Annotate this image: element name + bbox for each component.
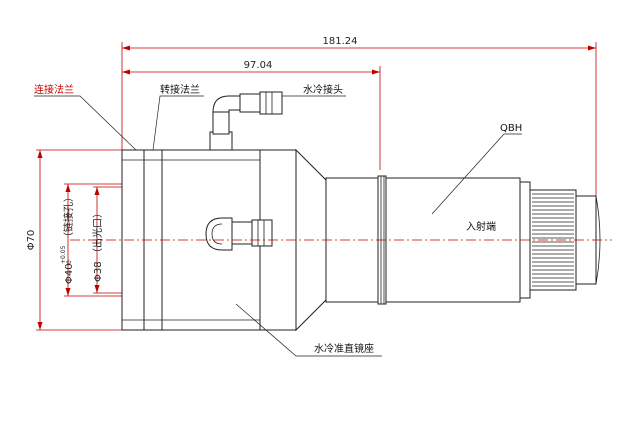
- bore-tolerance-lower: 0: [66, 260, 73, 264]
- body-length-value: 97.04: [244, 60, 273, 71]
- dimension-body-length: 97.04: [122, 60, 381, 170]
- exit-diameter-value: Φ38: [93, 261, 104, 282]
- top-water-fitting: [209, 91, 283, 151]
- svg-text:水冷准直镜座: 水冷准直镜座: [314, 342, 374, 355]
- label-qbh: QBH: [431, 123, 522, 215]
- bore-diameter-value: Φ40: [64, 263, 75, 284]
- svg-text:Φ38: Φ38: [93, 261, 104, 282]
- dimension-outer-diameter: Φ70: [26, 149, 122, 331]
- bore-note: （链接孔）: [62, 192, 75, 242]
- side-water-fitting: [205, 217, 273, 251]
- svg-text:QBH: QBH: [500, 123, 522, 134]
- label-adapter-flange: 转接法兰: [152, 83, 204, 151]
- label-water-fitting: 水冷接头: [282, 83, 346, 97]
- dimension-overall-length: 181.24: [121, 36, 597, 200]
- collimator-barrel: [325, 175, 531, 305]
- svg-text:转接法兰: 转接法兰: [160, 83, 200, 96]
- label-connect-flange: 连接法兰: [34, 83, 137, 151]
- svg-text:连接法兰: 连接法兰: [34, 83, 74, 96]
- bore-tolerance-upper: +0.05: [60, 245, 67, 264]
- svg-text:入射端: 入射端: [466, 220, 496, 233]
- svg-text:Φ40: Φ40: [64, 263, 75, 284]
- exit-note: （出光口）: [91, 208, 104, 258]
- overall-length-value: 181.24: [323, 36, 358, 47]
- svg-text:水冷接头: 水冷接头: [303, 83, 343, 96]
- label-collimator-seat: 水冷准直镜座: [235, 303, 382, 357]
- dimension-bore-diameter: Φ40 +0.05 0 （链接孔）: [60, 183, 122, 297]
- label-entry-end: 入射端: [466, 220, 496, 233]
- qbh-connector: [529, 189, 601, 291]
- outer-diameter-value: Φ70: [26, 230, 37, 251]
